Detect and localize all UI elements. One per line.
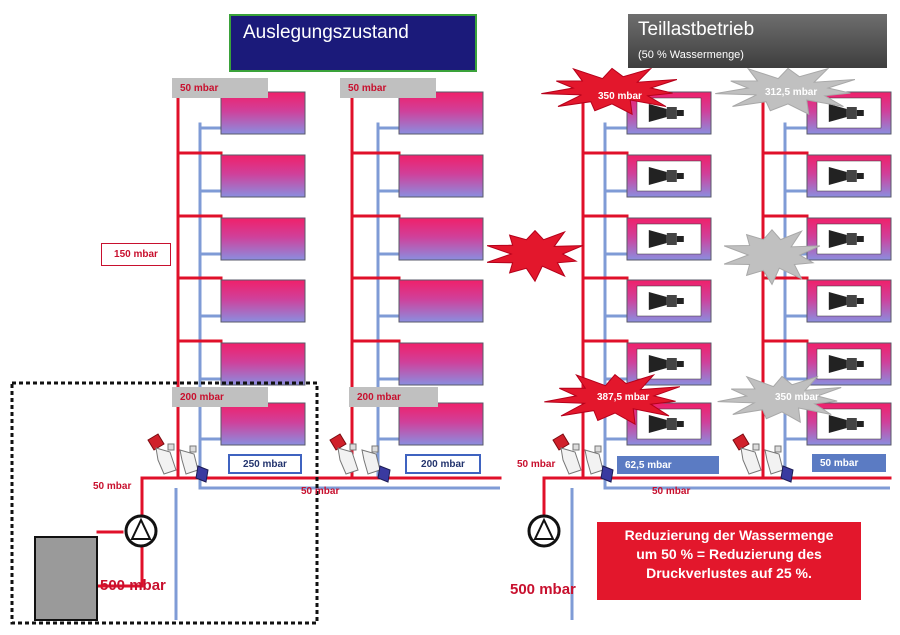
radiator: [806, 217, 892, 261]
thermostat-valve-icon: [636, 160, 702, 192]
thermostat-valve-icon: [816, 160, 882, 192]
burst-mid-a: [486, 229, 584, 283]
radiator: [806, 154, 892, 198]
radiator: [626, 342, 712, 386]
balancing-valve-icon: [329, 433, 391, 483]
right-tag-valve-a: 62,5 mbar: [617, 456, 719, 474]
return-header: [198, 474, 500, 490]
right-pipe-label-b: 50 mbar: [652, 486, 691, 497]
note-line-1: Reduzierung der Wassermenge: [624, 527, 834, 543]
radiator: [398, 91, 484, 135]
boiler: [34, 536, 98, 621]
left-tag-bottom-b: 200 mbar: [349, 387, 438, 407]
radiator: [626, 154, 712, 198]
burst-bottom-b: [717, 375, 842, 424]
left-tag-valve-b: 200 mbar: [405, 454, 481, 474]
radiator: [626, 217, 712, 261]
burst-bottom-a: [544, 373, 681, 426]
radiator: [626, 279, 712, 323]
note-line-2: um 50 % = Reduzierung des: [636, 546, 822, 562]
radiator: [806, 342, 892, 386]
left-system: [10, 84, 502, 625]
radiator: [220, 91, 306, 135]
radiator: [806, 279, 892, 323]
balancing-valve-icon: [147, 433, 209, 483]
left-panel-title: Auslegungszustand: [229, 14, 477, 72]
burst-mid-b: [723, 229, 821, 286]
left-tag-valve-a: 250 mbar: [228, 454, 302, 474]
radiator: [220, 279, 306, 323]
right-burst-label-bottom-b: 350 mbar: [775, 392, 819, 403]
left-pipe-label-a: 50 mbar: [93, 481, 132, 492]
right-tag-valve-b: 50 mbar: [812, 454, 886, 472]
right-burst-label-bottom-a: 387,5 mbar: [597, 392, 650, 403]
right-burst-label-top-b: 312,5 mbar: [765, 87, 818, 98]
reduction-note: Reduzierung der Wassermenge um 50 % = Re…: [597, 522, 861, 600]
radiator: [220, 402, 306, 446]
return-header-right: [603, 474, 890, 490]
thermostat-valve-icon: [636, 348, 702, 380]
burst-top-a: [541, 67, 678, 116]
pump-icon: [527, 514, 561, 548]
right-title-text: Teillastbetrieb: [638, 19, 755, 40]
left-tag-top-a: 50 mbar: [172, 78, 268, 98]
left-pipe-label-b: 50 mbar: [301, 486, 340, 497]
thermostat-valve-icon: [816, 223, 882, 255]
radiator: [806, 91, 892, 135]
thermostat-valve-icon: [636, 223, 702, 255]
thermostat-valve-icon: [816, 97, 882, 129]
pump-icon: [124, 514, 158, 548]
radiator: [626, 91, 712, 135]
balancing-valve-icon: [732, 433, 794, 483]
radiator: [398, 402, 484, 446]
note-line-3: Druckverlustes auf 25 %.: [646, 565, 812, 581]
right-pump-label: 500 mbar: [510, 581, 576, 598]
right-burst-label-top-a: 350 mbar: [598, 91, 642, 102]
left-tag-top-b: 50 mbar: [340, 78, 436, 98]
left-tag-bottom-a: 200 mbar: [172, 387, 268, 407]
right-panel-title: Teillastbetrieb (50 % Wassermenge): [628, 14, 887, 68]
burst-top-b: [715, 67, 856, 116]
thermostat-valve-icon: [636, 285, 702, 317]
left-tag-mid: 150 mbar: [101, 243, 171, 266]
radiator: [398, 342, 484, 386]
boiler-room-boundary: [10, 381, 319, 625]
right-system: [486, 67, 892, 620]
thermostat-valve-icon: [816, 348, 882, 380]
right-subtitle-text: (50 % Wassermenge): [638, 49, 744, 61]
radiator: [220, 342, 306, 386]
radiator: [398, 217, 484, 261]
thermostat-valve-icon: [816, 285, 882, 317]
left-pump-label: 500 mbar: [100, 577, 166, 594]
radiator: [220, 154, 306, 198]
radiator: [398, 279, 484, 323]
radiator: [398, 154, 484, 198]
left-title-text: Auslegungszustand: [243, 22, 409, 43]
balancing-valve-icon: [552, 433, 614, 483]
right-pipe-label-a: 50 mbar: [517, 459, 556, 470]
thermostat-valve-icon: [636, 408, 702, 440]
radiator: [220, 217, 306, 261]
